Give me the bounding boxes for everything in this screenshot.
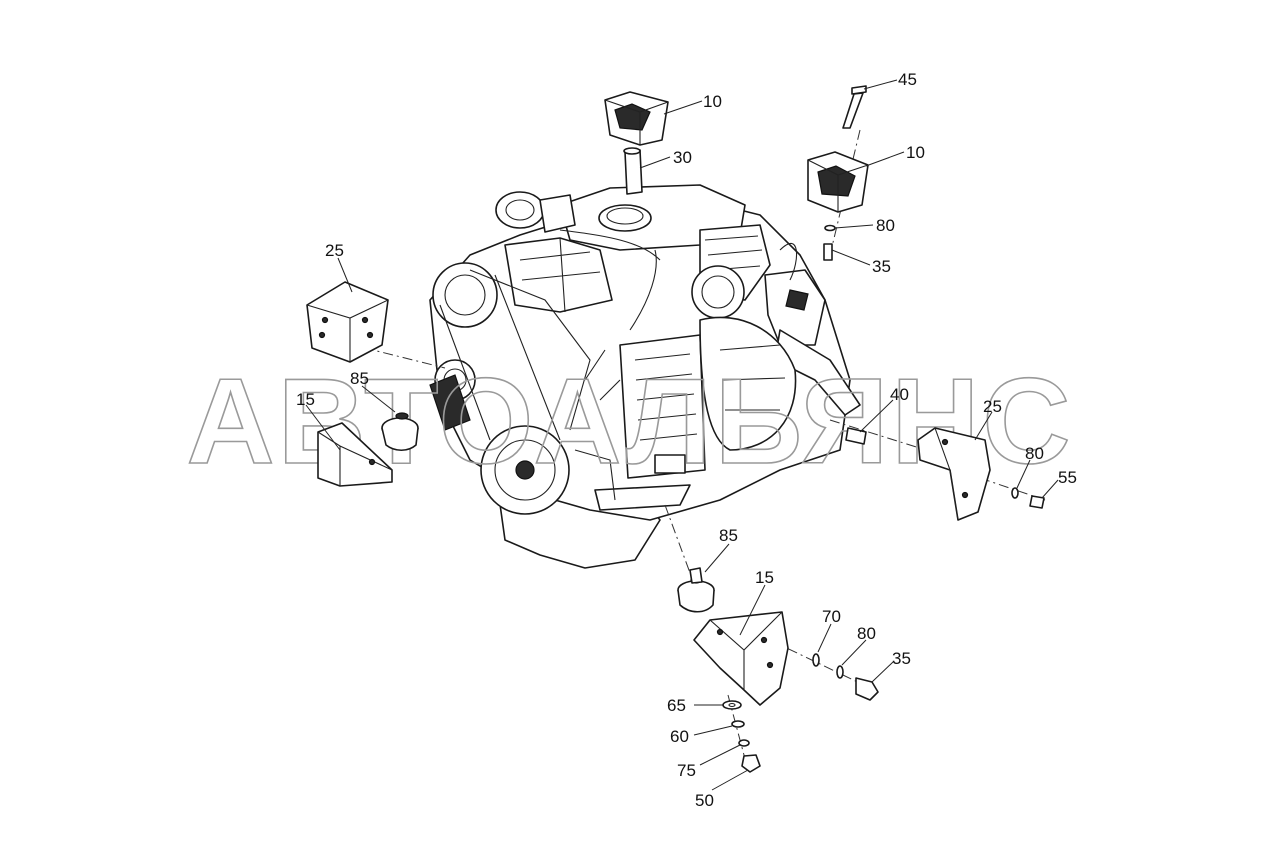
callout-35-bottom: 35: [892, 649, 911, 668]
isolator-85-bottom: [677, 567, 715, 613]
callout-45: 45: [898, 70, 917, 89]
washer-80-right: [1011, 487, 1019, 499]
callout-15-bottom: 15: [755, 568, 774, 587]
top-right-mount-10: [807, 151, 869, 213]
callout-15-left: 15: [296, 390, 315, 409]
callout-10-top-left: 10: [703, 92, 722, 111]
nut-50: [741, 754, 761, 773]
callout-60: 60: [670, 727, 689, 746]
bracket-15-left: [317, 422, 393, 487]
callout-25-left: 25: [325, 241, 344, 260]
callout-80-top: 80: [876, 216, 895, 235]
callout-65: 65: [667, 696, 686, 715]
washer-60: [731, 720, 745, 728]
washer-80-top: [824, 224, 836, 232]
callout-50: 50: [695, 791, 714, 810]
callout-80-right: 80: [1025, 444, 1044, 463]
washer-80-bottom: [836, 665, 844, 679]
top-left-mount-10: [604, 91, 669, 146]
bracket-15-bottom: [693, 611, 789, 706]
lock-washer-75: [738, 739, 750, 747]
bolt-35-top: [823, 243, 833, 261]
engine-assembly: [429, 184, 861, 569]
leader-lines: [305, 79, 1059, 791]
callout-30: 30: [673, 148, 692, 167]
callout-85-left: 85: [350, 369, 369, 388]
washer-65: [722, 700, 742, 710]
callout-25-right: 25: [983, 397, 1002, 416]
bracket-25-left: [306, 281, 389, 363]
bolt-40: [845, 427, 867, 445]
callout-labels: 10 30 45 10 80 35 25 85 15 40 25 80 55 8…: [296, 70, 1077, 810]
callout-35-top: 35: [872, 257, 891, 276]
callout-70: 70: [822, 607, 841, 626]
bolt-35-bottom: [855, 677, 879, 701]
callout-75: 75: [677, 761, 696, 780]
washer-70: [812, 653, 820, 667]
bracket-25-right: [917, 427, 991, 521]
callout-80-bottom: 80: [857, 624, 876, 643]
callout-55: 55: [1058, 468, 1077, 487]
callout-85-bottom: 85: [719, 526, 738, 545]
bolt-55: [1029, 495, 1045, 509]
callout-40: 40: [890, 385, 909, 404]
isolator-85-left: [381, 412, 419, 452]
callout-10-top-right: 10: [906, 143, 925, 162]
spacer-30: [623, 147, 643, 195]
bolt-45: [842, 85, 867, 129]
